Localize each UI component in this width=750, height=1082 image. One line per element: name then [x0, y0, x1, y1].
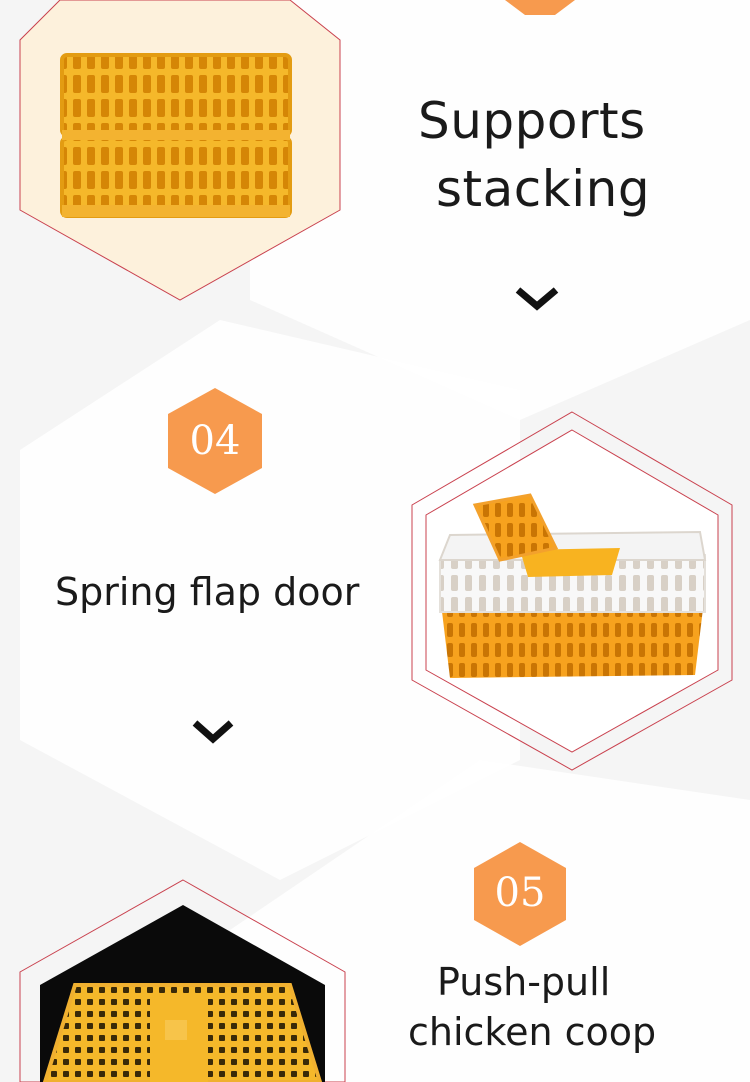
feature-title-push-pull-line1: Push-pull [437, 960, 611, 1004]
feature-number-05: 05 [494, 870, 546, 916]
feature-title-stacking-line2: stacking [436, 160, 651, 218]
stacked-crates-image [60, 53, 292, 218]
badge-hexagon-05 [474, 842, 566, 946]
feature-title-push-pull-line2: chicken coop [408, 1010, 657, 1054]
chevron-down-icon-2 [192, 720, 234, 744]
feature-title-spring-door: Spring flap door [55, 570, 360, 614]
feature-number-04: 04 [189, 418, 241, 464]
panel-hexagon-2 [20, 320, 520, 880]
badge-hexagon-top [505, 0, 575, 15]
feature-title-stacking-line1: Supports [418, 92, 646, 150]
open-door-crate-image [438, 493, 707, 678]
image-frame-2-outer [411, 411, 733, 771]
image-frame-3-outer [19, 879, 346, 1082]
badge-hexagon-04 [168, 388, 262, 494]
chevron-down-icon-1 [515, 287, 559, 311]
top-view-crate-image [42, 983, 323, 1082]
panel-hexagon-1 [250, 0, 750, 420]
